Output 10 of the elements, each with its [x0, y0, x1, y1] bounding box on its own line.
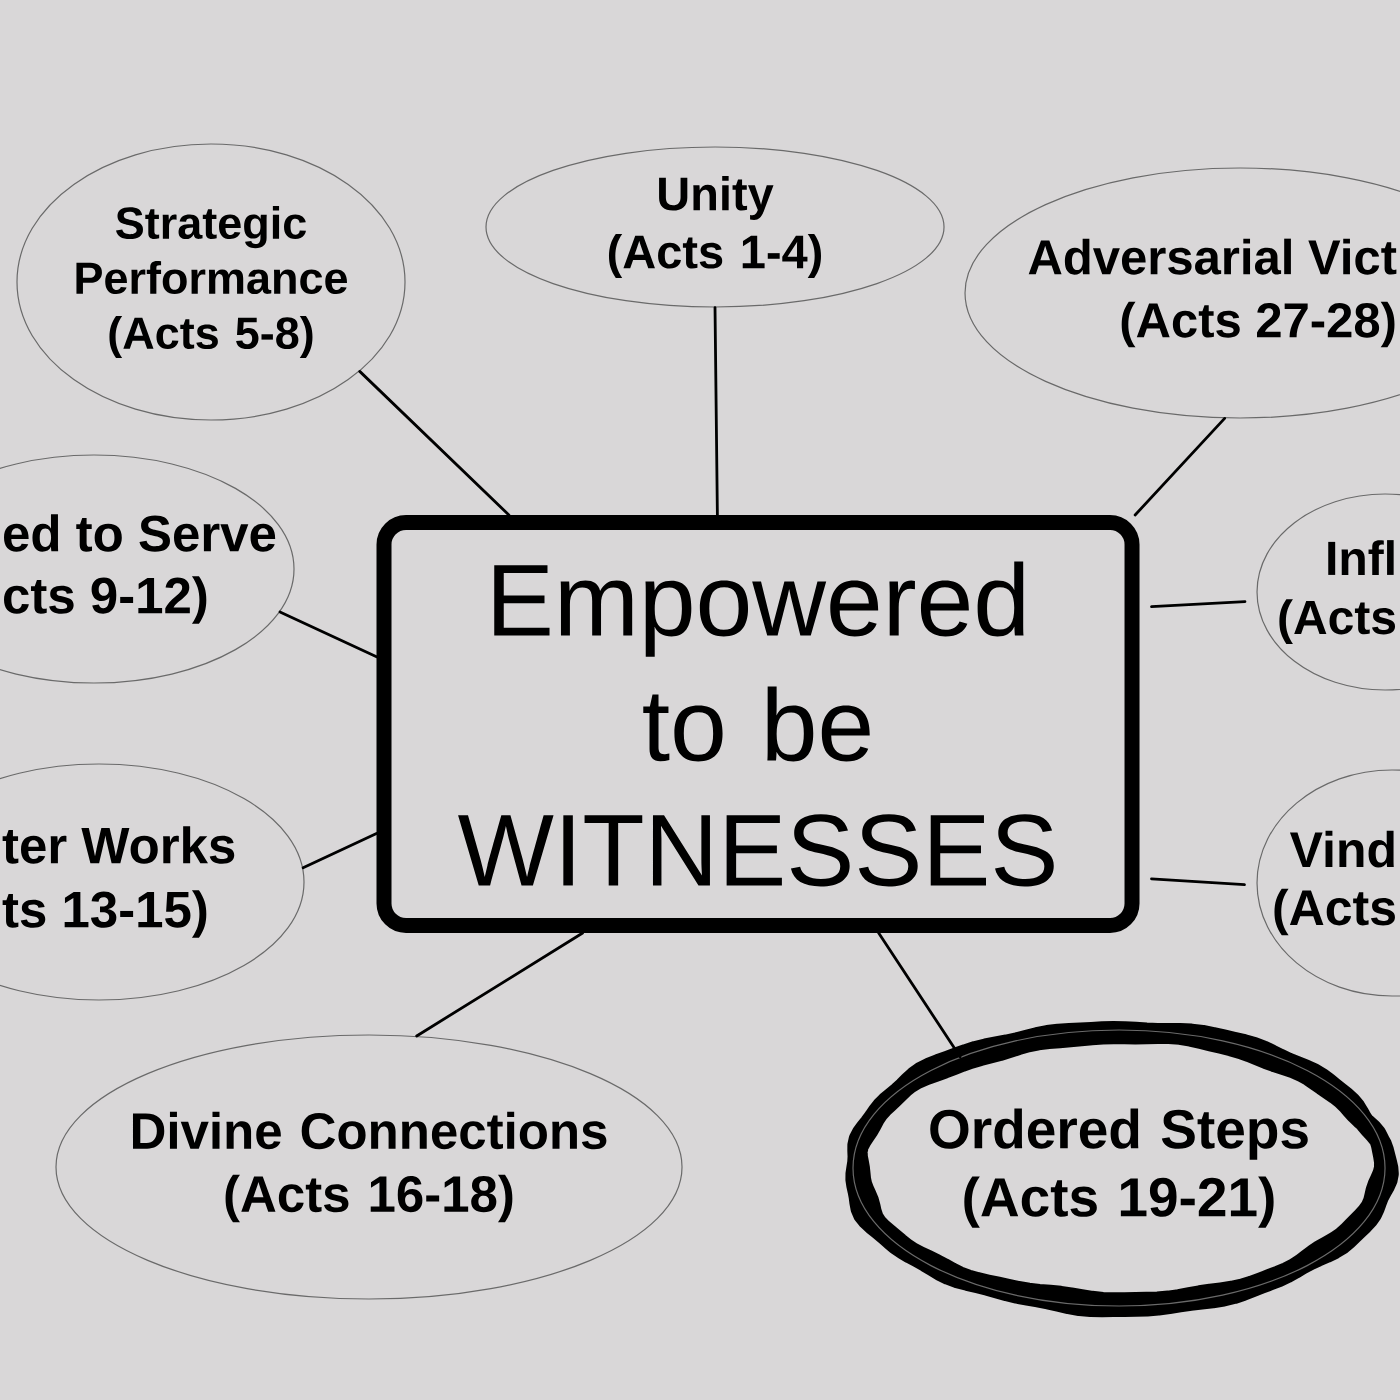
- connector-line: [713, 306, 719, 517]
- connector-line: [1150, 600, 1247, 609]
- connector-line: [358, 369, 511, 517]
- connector-line: [415, 931, 585, 1038]
- central-box: Empowered to be WITNESSES: [376, 515, 1140, 933]
- connector-line: [301, 832, 378, 870]
- connector-line: [1133, 417, 1227, 517]
- connector-line: [1150, 877, 1246, 887]
- connector-line: [278, 610, 378, 659]
- connector-line: [877, 931, 962, 1059]
